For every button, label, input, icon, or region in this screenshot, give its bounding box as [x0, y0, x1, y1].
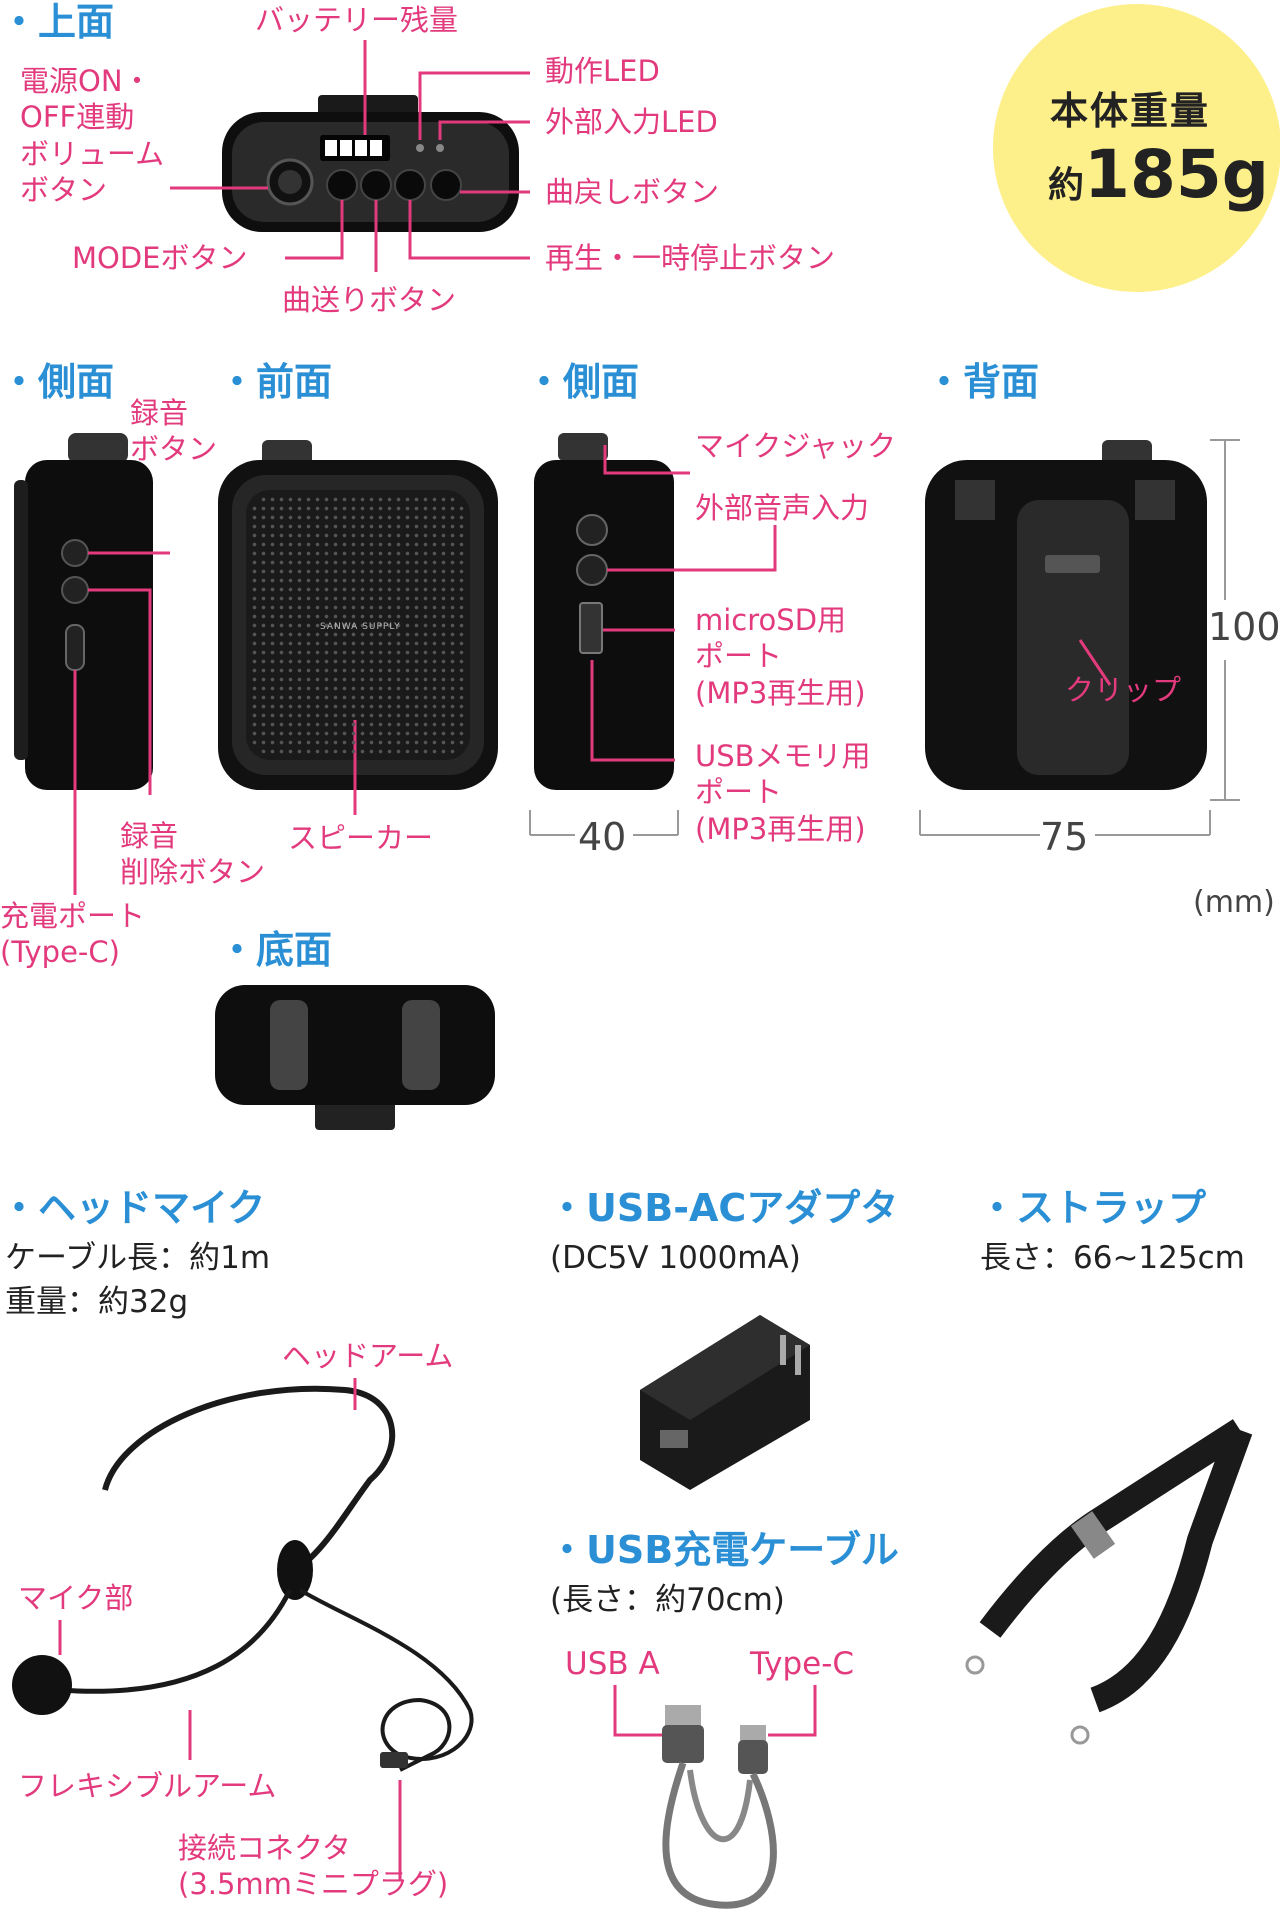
microsd-port-label-text: microSD用 ポート (MP3再生用): [695, 603, 866, 710]
headmic-cable-length: ケーブル長：約1m: [5, 1240, 271, 1276]
prev-button-label: 曲戻しボタン: [545, 175, 720, 209]
play-pause-label: 再生・一時停止ボタン: [545, 241, 836, 275]
weight-prefix: 約: [1048, 165, 1085, 206]
cable-length: (長さ：約70cm): [550, 1582, 785, 1618]
weight-value: 185g: [1084, 136, 1270, 213]
depth-dimension: 40: [578, 815, 627, 859]
side-right-heading: ・側面: [525, 360, 640, 404]
ext-led-label: 外部入力LED: [545, 105, 718, 139]
side-left-heading: ・側面: [0, 360, 115, 404]
brand-logo: SANWA SUPPLY: [320, 622, 401, 632]
height-dimension: 100: [1208, 605, 1280, 649]
mic-part-label: マイク部: [18, 1581, 134, 1615]
top-view-heading: ・上面: [0, 0, 115, 44]
type-c-label: Type-C: [750, 1646, 855, 1682]
front-heading: ・前面: [218, 360, 333, 404]
strap-length: 長さ：66~125cm: [980, 1240, 1245, 1276]
connector-label: 接続コネクタ (3.5mmミニプラグ): [178, 1830, 448, 1903]
microsd-port-label: microSD用 ポート (MP3再生用): [695, 602, 866, 711]
weight-badge-value: 約185g: [1048, 136, 1269, 213]
unit-label: (mm): [1193, 885, 1275, 920]
cable-heading: ・USB充電ケーブル: [548, 1528, 899, 1572]
speaker-grille: [250, 495, 466, 755]
back-heading: ・背面: [925, 360, 1040, 404]
usb-port-label-text: USBメモリ用 ポート (MP3再生用): [695, 739, 871, 846]
usb-port-label: USBメモリ用 ポート (MP3再生用): [695, 738, 871, 847]
weight-badge-title: 本体重量: [1050, 89, 1211, 133]
ext-audio-label: 外部音声入力: [695, 491, 870, 525]
weight-badge: [993, 4, 1280, 292]
headmic-heading: ・ヘッドマイク: [0, 1186, 266, 1230]
clip-label: クリップ: [1065, 673, 1182, 707]
charge-port-label-text: 充電ポート (Type-C): [0, 899, 146, 970]
usb-a-label: USB A: [565, 1646, 660, 1682]
mic-jack-label: マイクジャック: [695, 429, 896, 463]
adapter-heading: ・USB-ACアダプタ: [548, 1186, 899, 1230]
rec-delete-label-text: 録音 削除ボタン: [120, 819, 266, 890]
rec-button-label-text: 録音 ボタン: [130, 396, 218, 467]
op-led-label: 動作LED: [545, 54, 660, 88]
mode-button-label: MODEボタン: [72, 241, 248, 275]
connector-label-text: 接続コネクタ (3.5mmミニプラグ): [178, 1831, 449, 1902]
rec-button-label: 録音 ボタン: [130, 395, 217, 468]
flex-arm-label: フレキシブルアーム: [18, 1769, 277, 1803]
power-volume-label: 電源ON・ OFF連動 ボリューム ボタン: [20, 63, 164, 208]
rec-delete-label: 録音 削除ボタン: [120, 818, 265, 891]
speaker-label: スピーカー: [288, 821, 434, 855]
width-dimension: 75: [1040, 815, 1089, 859]
adapter-spec: (DC5V 1000mA): [550, 1240, 801, 1276]
battery-level-label: バッテリー残量: [255, 3, 459, 37]
strap-heading: ・ストラップ: [978, 1186, 1207, 1230]
headmic-weight: 重量：約32g: [5, 1284, 189, 1320]
charge-port-label: 充電ポート (Type-C): [0, 898, 145, 971]
head-arm-label: ヘッドアーム: [282, 1339, 454, 1373]
bottom-heading: ・底面: [218, 928, 333, 972]
power-volume-label-text: 電源ON・ OFF連動 ボリューム ボタン: [20, 64, 165, 207]
next-button-label: 曲送りボタン: [282, 283, 457, 317]
